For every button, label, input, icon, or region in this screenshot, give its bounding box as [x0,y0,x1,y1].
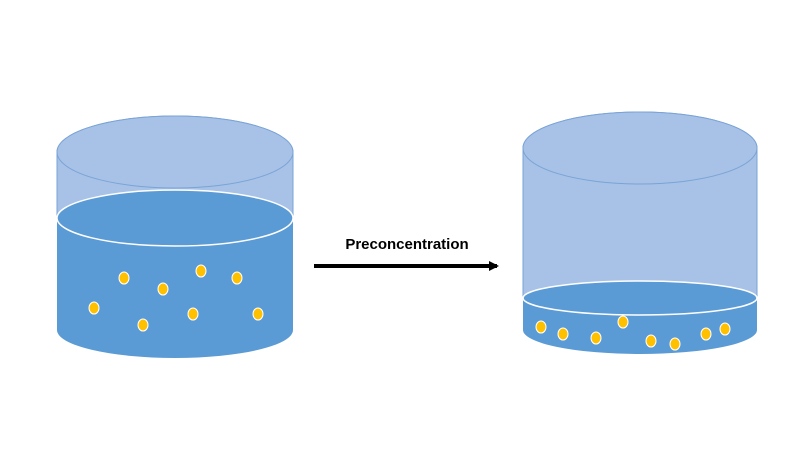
container-after-particles [535,315,731,351]
particle [187,307,199,321]
container-before [56,115,294,358]
container-before-particles [88,264,264,332]
container-after-liquid [523,298,757,354]
particle [118,271,130,285]
particle [557,327,569,341]
particle [590,331,602,345]
container-after-liquid-surface [522,280,758,316]
container-before-liquid-surface [56,189,294,247]
particle [157,282,169,296]
container-before-rim [56,115,294,189]
particle [137,318,149,332]
particle [231,271,243,285]
process-arrow: Preconcentration [314,236,499,271]
particle [252,307,264,321]
container-before-liquid [57,218,293,358]
particle [88,301,100,315]
particle [645,334,657,348]
particle [700,327,712,341]
particle [719,322,731,336]
container-after-rim [522,111,758,185]
particle [669,337,681,351]
arrow-label: Preconcentration [345,236,468,253]
container-after [522,111,758,354]
particle [535,320,547,334]
particle [195,264,207,278]
particle [617,315,629,329]
